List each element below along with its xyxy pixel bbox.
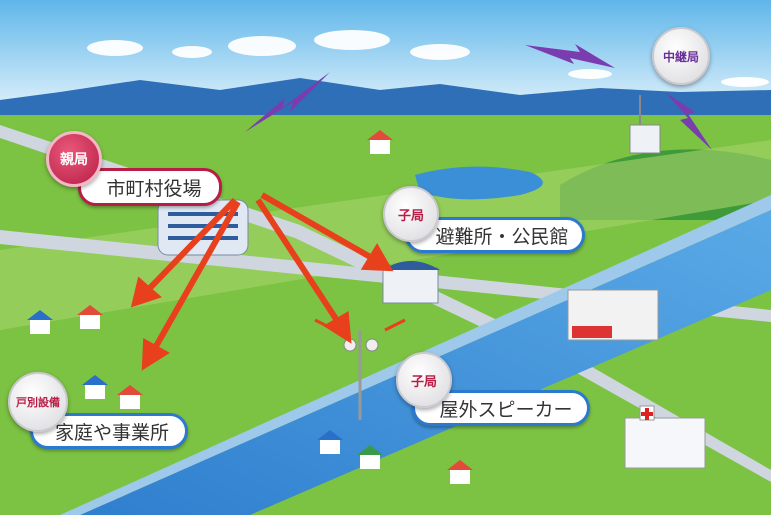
main-station-label: 市町村役場 — [78, 168, 222, 206]
household-badge: 戸別設備 — [8, 372, 68, 432]
relay-station-badge: 中継局 — [652, 27, 710, 85]
relay-tower — [629, 95, 661, 154]
fire-station-building — [567, 289, 659, 341]
arrow-to-homes-1 — [145, 197, 238, 293]
sub-station-badge-shelter: 子局 — [383, 186, 439, 242]
shelter-building — [382, 261, 440, 304]
arrow-to-homes-2 — [152, 200, 241, 350]
houses — [27, 130, 473, 484]
arrow-to-speaker — [255, 198, 341, 324]
hospital-building — [624, 405, 706, 469]
clouds — [87, 30, 769, 87]
main-station-badge: 親局 — [46, 131, 102, 187]
pond — [415, 166, 543, 200]
radio-waves — [245, 44, 712, 150]
arrow-to-shelter — [260, 192, 374, 261]
broadcast-arrows — [130, 192, 406, 371]
mountains — [0, 78, 771, 125]
speaker-pole — [343, 330, 379, 420]
sub-station-badge-speaker: 子局 — [396, 352, 452, 408]
